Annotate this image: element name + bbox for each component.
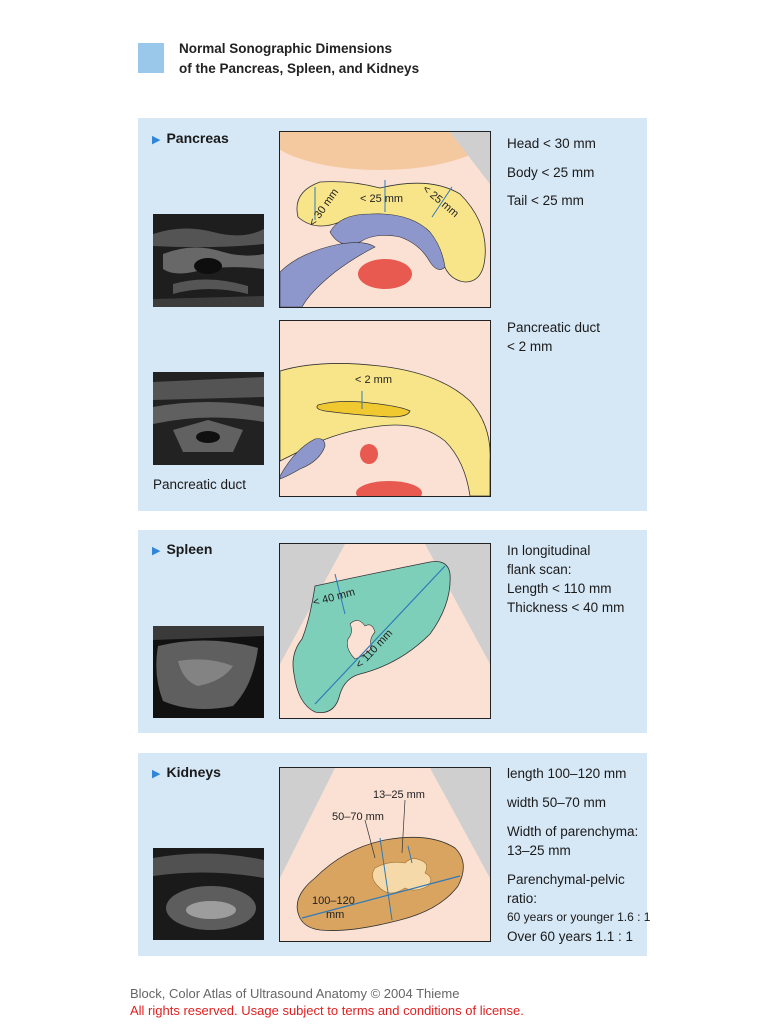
spleen-length: Length < 110 mm xyxy=(507,581,612,596)
triangle-bullet-icon: ▶ xyxy=(152,545,161,557)
tail-measurement: Tail < 25 mm xyxy=(507,193,584,208)
triangle-bullet-icon: ▶ xyxy=(152,134,161,146)
kidney-width: width 50–70 mm xyxy=(507,795,607,810)
pancreatic-duct-diagram: < 2 mm xyxy=(279,320,491,497)
title-marker xyxy=(138,43,164,73)
duct-ultrasound-image xyxy=(153,372,264,465)
kidney-measurements: length 100–120 mm width 50–70 mm Width o… xyxy=(507,764,650,946)
duct-image-caption: Pancreatic duct xyxy=(153,477,247,492)
spleen-text-line-1: In longitudinal xyxy=(507,543,591,558)
duct-measurement-line-1: Pancreatic duct xyxy=(507,320,601,335)
kidney-diagram: 13–25 mm 50–70 mm 100–120 mm xyxy=(279,767,491,942)
kidneys-heading-label: Kidneys xyxy=(166,764,221,780)
pancreas-ultrasound-image xyxy=(153,214,264,307)
body-measurement: Body < 25 mm xyxy=(507,164,595,180)
length-dimension-label-line-2: mm xyxy=(326,909,344,921)
spleen-ultrasound-image xyxy=(153,626,264,718)
parenchyma-line-1: Width of parenchyma: xyxy=(507,824,639,839)
license-notice: All rights reserved. Usage subject to te… xyxy=(130,1003,524,1018)
pancreas-heading-label: Pancreas xyxy=(166,130,229,146)
width-dimension-label: 50–70 mm xyxy=(332,811,384,823)
spleen-heading-label: Spleen xyxy=(166,541,213,557)
spleen-text-line-2: flank scan: xyxy=(507,562,572,577)
ratio-line-1: Parenchymal-pelvic xyxy=(507,872,625,887)
triangle-bullet-icon: ▶ xyxy=(152,768,161,780)
duct-measurement: Pancreatic duct < 2 mm xyxy=(507,318,600,356)
kidney-ultrasound-image xyxy=(153,848,264,940)
pancreas-diagram: < 30 mm < 25 mm < 25 mm xyxy=(279,131,491,308)
copyright-line: Block, Color Atlas of Ultrasound Anatomy… xyxy=(130,986,460,1001)
page-title: Normal Sonographic Dimensions of the Pan… xyxy=(179,39,419,79)
parenchyma-line-2: 13–25 mm xyxy=(507,843,571,858)
ratio-line-2: ratio: xyxy=(507,891,538,906)
parenchyma-dimension-label: 13–25 mm xyxy=(373,789,425,801)
spleen-thickness: Thickness < 40 mm xyxy=(507,600,625,615)
pancreas-heading: ▶ Pancreas xyxy=(152,130,229,146)
kidney-length: length 100–120 mm xyxy=(507,766,627,781)
pancreas-measurements: Head < 30 mm Body < 25 mm Tail < 25 mm xyxy=(507,130,596,216)
ratio-young: 60 years or younger 1.6 : 1 xyxy=(507,910,651,924)
duct-measurement-line-2: < 2 mm xyxy=(507,339,553,354)
spleen-diagram: < 40 mm < 110 mm xyxy=(279,543,491,719)
title-line-1: Normal Sonographic Dimensions xyxy=(179,41,393,56)
title-line-2: of the Pancreas, Spleen, and Kidneys xyxy=(179,61,420,76)
body-dimension-label: < 25 mm xyxy=(360,193,403,205)
kidneys-heading: ▶ Kidneys xyxy=(152,764,221,780)
spleen-heading: ▶ Spleen xyxy=(152,541,212,557)
ratio-old: Over 60 years 1.1 : 1 xyxy=(507,929,634,944)
length-dimension-label-line-1: 100–120 xyxy=(312,895,355,907)
duct-dimension-label: < 2 mm xyxy=(355,374,392,386)
head-measurement: Head < 30 mm xyxy=(507,136,596,151)
spleen-measurements: In longitudinal flank scan: Length < 110… xyxy=(507,541,624,617)
